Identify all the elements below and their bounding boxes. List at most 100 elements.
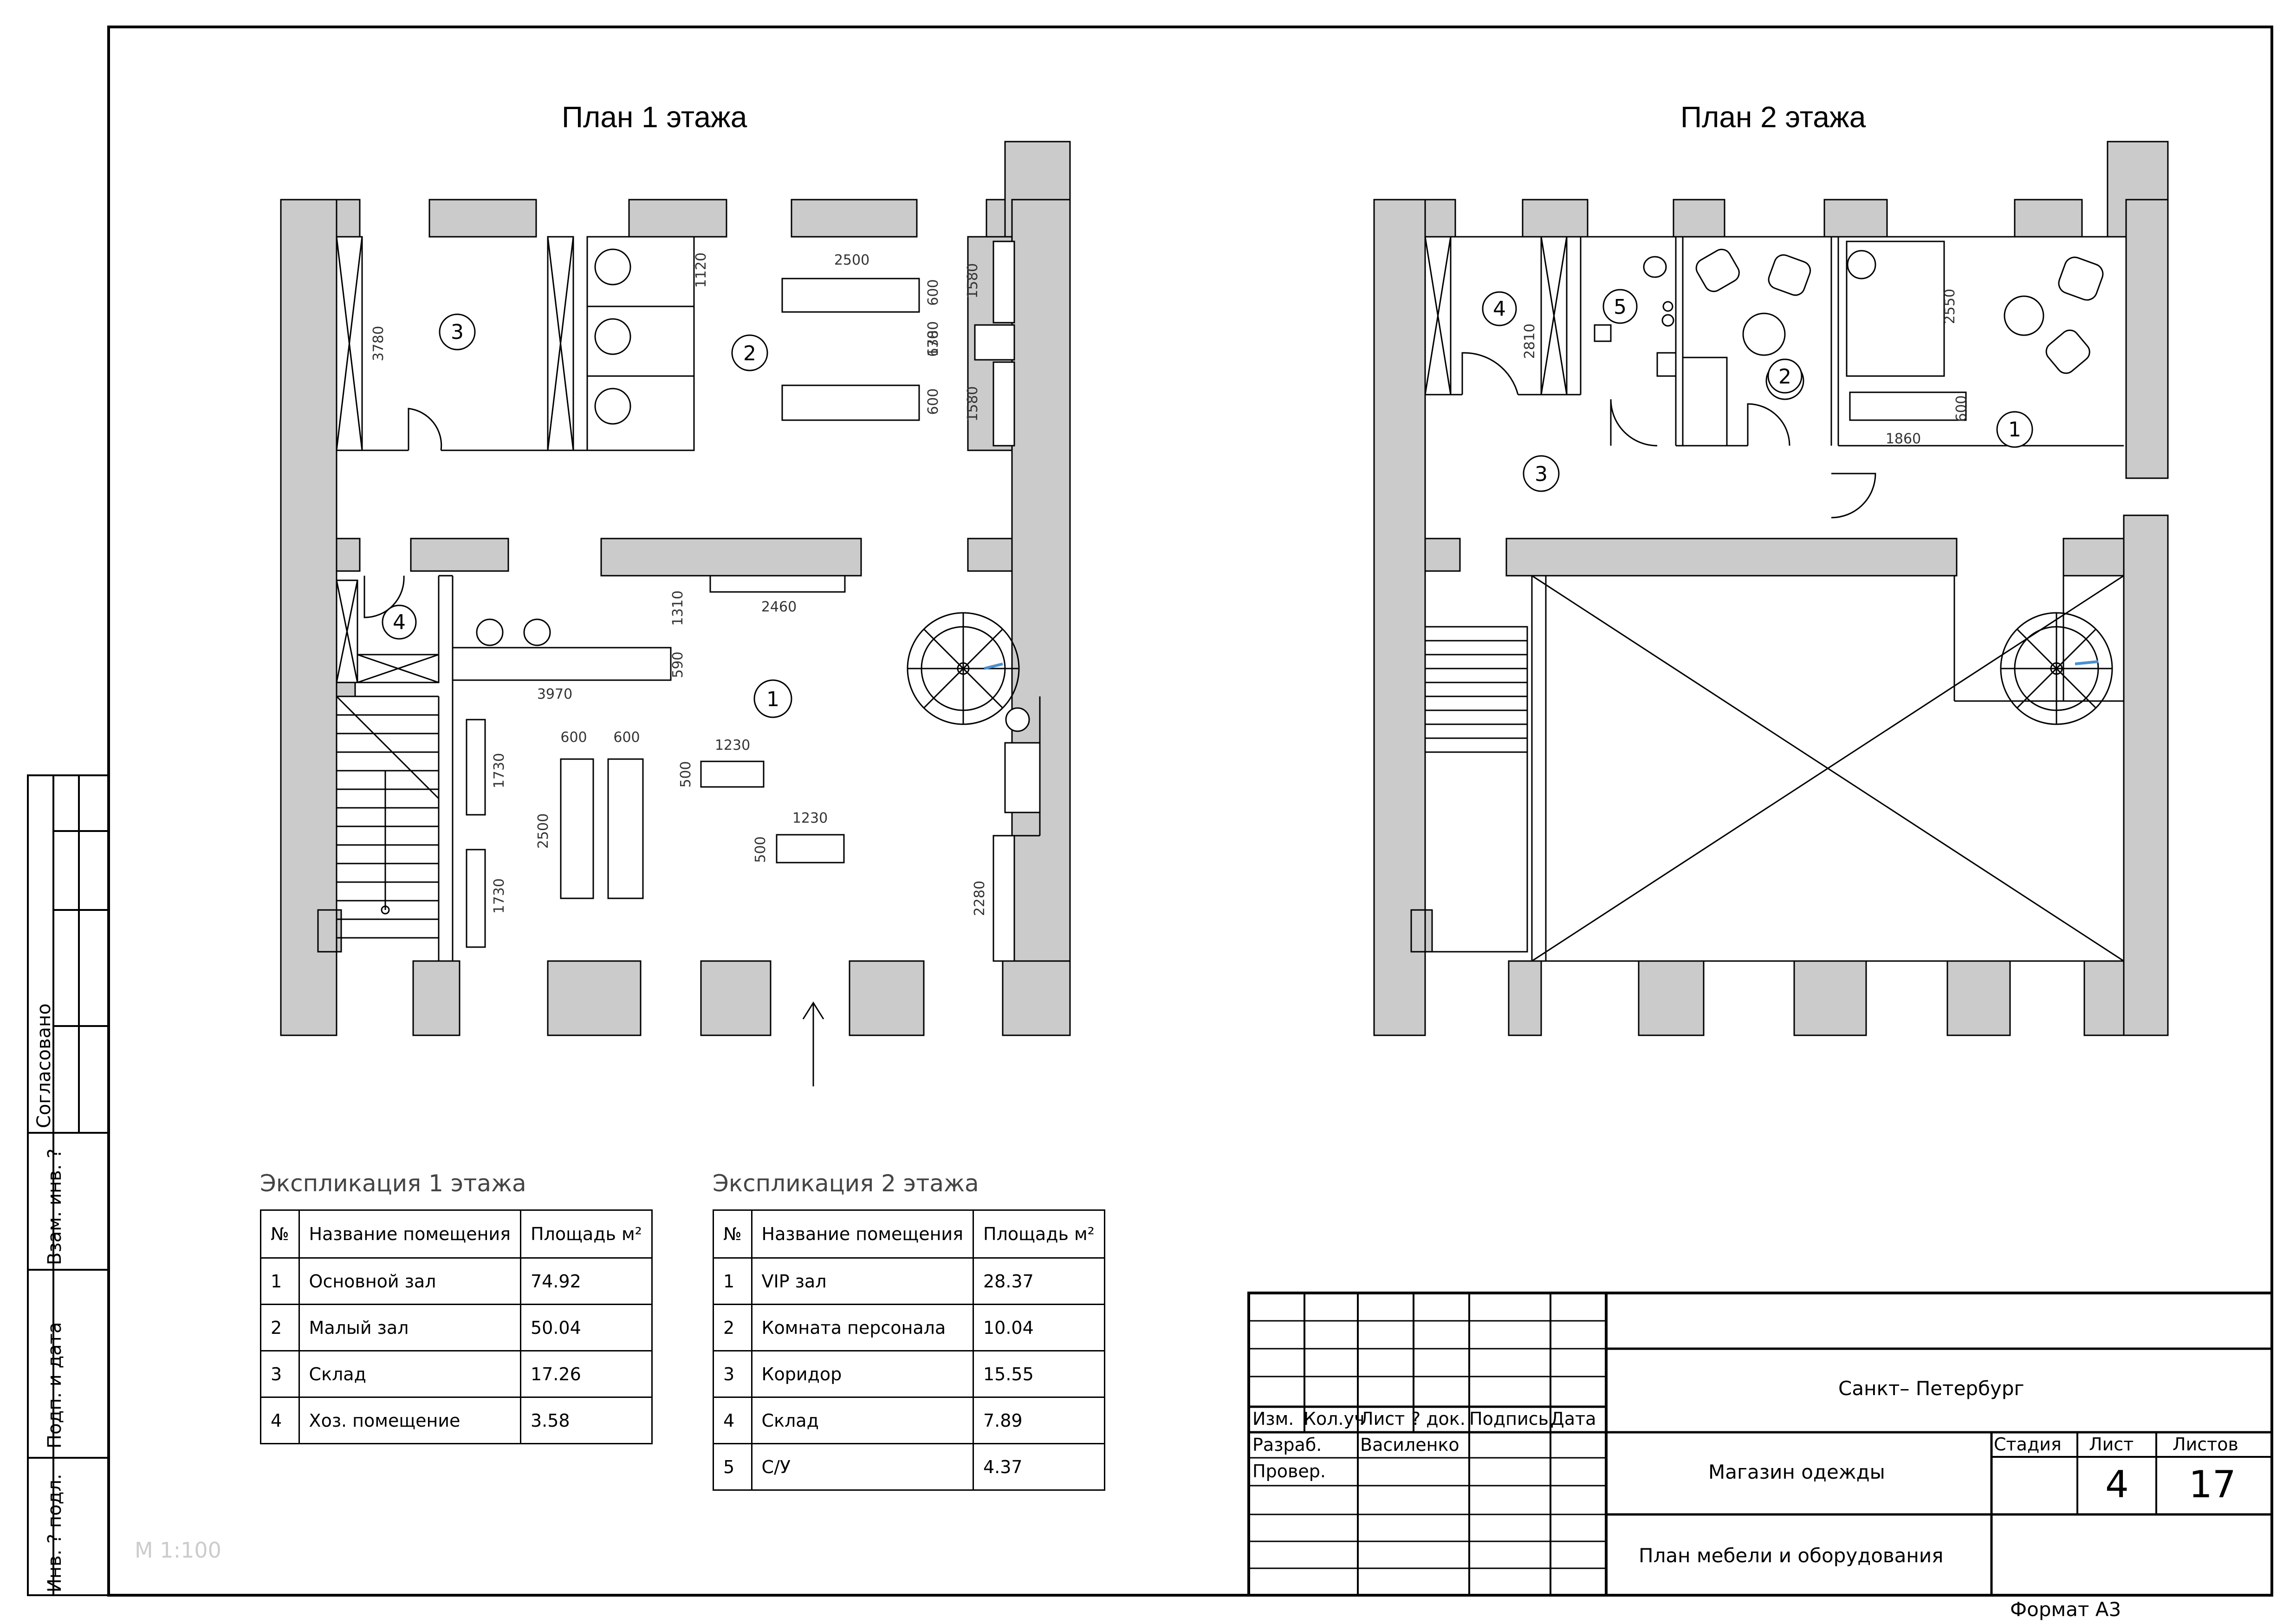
dim-text: 590	[670, 651, 686, 678]
floor1-room-numbers: 3 2 1 4	[393, 320, 779, 711]
cell: С/У	[751, 1443, 974, 1491]
cell: 3	[713, 1350, 752, 1398]
tb-sheets-total: 17	[2189, 1463, 2236, 1506]
cell: VIP зал	[751, 1257, 974, 1305]
tb-author: Василенко	[1360, 1435, 1459, 1455]
tb-stadiya: Стадия	[1994, 1434, 2062, 1455]
cell: 1	[260, 1257, 300, 1305]
floor2-plan: 1 2 3 4 5 1860 2810 2550 600	[1373, 141, 2169, 1036]
dim-text: 500	[678, 761, 694, 787]
floor2-walls	[1373, 141, 2169, 1036]
dim-text: 600	[925, 388, 941, 415]
dim-text: 2460	[761, 599, 797, 615]
dim-text: 600	[613, 729, 640, 746]
side-stamp-grid	[27, 774, 110, 1596]
scale-note: М 1:100	[135, 1538, 221, 1563]
dim-text: 1860	[1886, 431, 1921, 447]
dim-text: 600	[1953, 395, 1970, 422]
floor1-room-number: 4	[393, 611, 406, 634]
cell: 1	[713, 1257, 752, 1305]
floor1-title: План 1 этажа	[562, 100, 747, 134]
tb-col-kolu: Кол.уч	[1304, 1409, 1365, 1429]
dim-text: 670	[925, 330, 941, 357]
floor1-room-number: 1	[766, 688, 779, 711]
col-header: Площадь м²	[973, 1209, 1105, 1259]
cell: 4.37	[973, 1443, 1105, 1491]
floor2-door	[1610, 399, 1658, 447]
tb-sheet-no: 4	[2105, 1463, 2129, 1506]
cell: 50.04	[520, 1304, 653, 1351]
cell: 17.26	[520, 1350, 653, 1398]
table-header-row: № Название помещения Площадь м²	[713, 1209, 1105, 1259]
cell: 4	[260, 1397, 300, 1444]
cell: 5	[713, 1443, 752, 1491]
tb-razrab: Разраб.	[1252, 1435, 1322, 1455]
cell: 15.55	[973, 1350, 1105, 1398]
dim-text: 1380	[925, 321, 941, 357]
col-header: №	[713, 1209, 752, 1259]
cell: 3	[260, 1350, 300, 1398]
dim-text: 500	[752, 836, 769, 863]
col-header: Название помещения	[751, 1209, 974, 1259]
dim-text: 1230	[715, 737, 750, 754]
cell: 28.37	[973, 1257, 1105, 1305]
col-header: Название помещения	[298, 1209, 522, 1259]
tb-project: Магазин одежды	[1708, 1461, 1885, 1483]
dim-text: 2280	[972, 881, 988, 916]
dim-text: 1580	[965, 263, 981, 299]
tb-format: Формат А3	[2010, 1598, 2121, 1621]
floor1-partitions	[336, 236, 1041, 962]
floor1-plan: 3 2 1 4 2500 2460 3970 600 600 1230 1230…	[280, 141, 1071, 1086]
cell: Склад	[298, 1350, 522, 1398]
floor2-door	[1747, 403, 1790, 446]
cell: 3.58	[520, 1397, 653, 1444]
floor1-walls	[280, 141, 1071, 1036]
table-header-row: № Название помещения Площадь м²	[260, 1209, 653, 1259]
floor2-spiral-stair	[2000, 612, 2113, 725]
stamp-vzam: Взам. инв. ?	[44, 1148, 65, 1265]
cell: 4	[713, 1397, 752, 1444]
tb-city: Санкт– Петербург	[1838, 1377, 2024, 1400]
cell: Малый зал	[298, 1304, 522, 1351]
dim-text: 2810	[1522, 324, 1538, 359]
dim-text: 3780	[370, 326, 387, 361]
dim-text: 3970	[537, 686, 572, 702]
floor2-room-number: 5	[1614, 295, 1627, 319]
dim-text: 1580	[965, 386, 981, 422]
cell: Основной зал	[298, 1257, 522, 1305]
cell: Хоз. помещение	[298, 1397, 522, 1444]
tb-listov-label: Листов	[2173, 1434, 2238, 1455]
dim-text: 2500	[535, 813, 551, 849]
floor1-dimensions: 2500 2460 3970 600 600 1230 1230 1120 60…	[370, 252, 988, 916]
floor2-stair	[1424, 626, 1528, 953]
cell: Коридор	[751, 1350, 974, 1398]
col-header: Площадь м²	[520, 1209, 653, 1259]
expl1-caption: Экспликация 1 этажа	[260, 1170, 526, 1197]
floor2-door	[1831, 473, 1876, 519]
floor2-room-number: 3	[1535, 462, 1548, 486]
floor2-room-number: 4	[1493, 297, 1506, 321]
floor2-dimensions: 1860 2810 2550 600	[1522, 289, 1970, 447]
floor2-door	[1461, 352, 1519, 395]
dim-text: 600	[560, 729, 587, 746]
cell: 2	[260, 1304, 300, 1351]
dim-text: 600	[925, 279, 941, 305]
tb-sheet-title: План мебели и оборудования	[1639, 1544, 1944, 1567]
tb-col-doc: ? док.	[1411, 1409, 1466, 1429]
cell: 74.92	[520, 1257, 653, 1305]
floor2-room-number: 1	[2008, 418, 2021, 442]
dim-text: 1310	[670, 591, 686, 626]
floor1-spiral-stair	[907, 612, 1020, 725]
col-header: №	[260, 1209, 300, 1259]
floor2-furniture	[1695, 248, 2104, 400]
